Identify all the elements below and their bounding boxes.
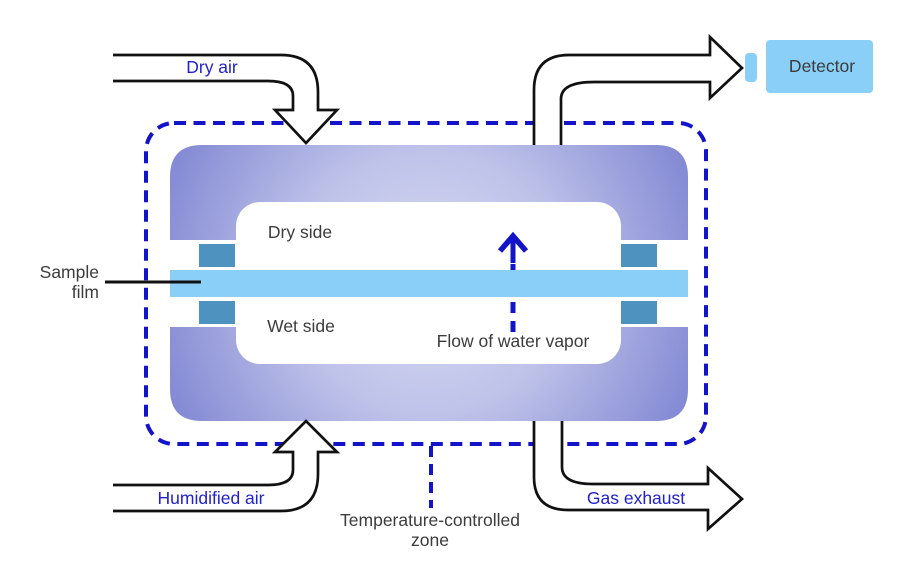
dry-air-label: Dry air [186,57,238,77]
temperature-zone-label: Temperature-controlled zone [340,510,520,550]
sample-film-bar [170,270,688,297]
dry-air-pipe-arrow [113,53,341,145]
up-arrowhead-icon [497,231,529,253]
vapor-flow-label: Flow of water vapor [436,331,590,351]
sample-film-label: Sample film [40,262,99,302]
detector-pipe-arrow [532,33,744,145]
sample-film-label-line1: Sample [39,262,99,282]
gas-exhaust-pipe-arrow [532,421,745,532]
detector-box [766,40,873,93]
film-clamp-top-left [199,244,235,267]
humidified-air-label: Humidified air [157,488,265,508]
temperature-zone-label-line2: zone [411,530,449,550]
detector-label: Detector [788,56,856,76]
temperature-zone-label-line1: Temperature-controlled [340,510,520,530]
dry-side-label: Dry side [267,222,333,242]
sample-film-label-line2: film [71,282,99,302]
film-clamp-top-right [621,244,657,267]
gas-exhaust-label: Gas exhaust [586,488,686,508]
film-clamp-bottom-right [621,301,657,324]
film-clamp-bottom-left [199,301,235,324]
wet-side-label: Wet side [267,316,335,336]
detector-connector [745,53,757,82]
humidified-air-pipe-arrow [113,419,341,513]
